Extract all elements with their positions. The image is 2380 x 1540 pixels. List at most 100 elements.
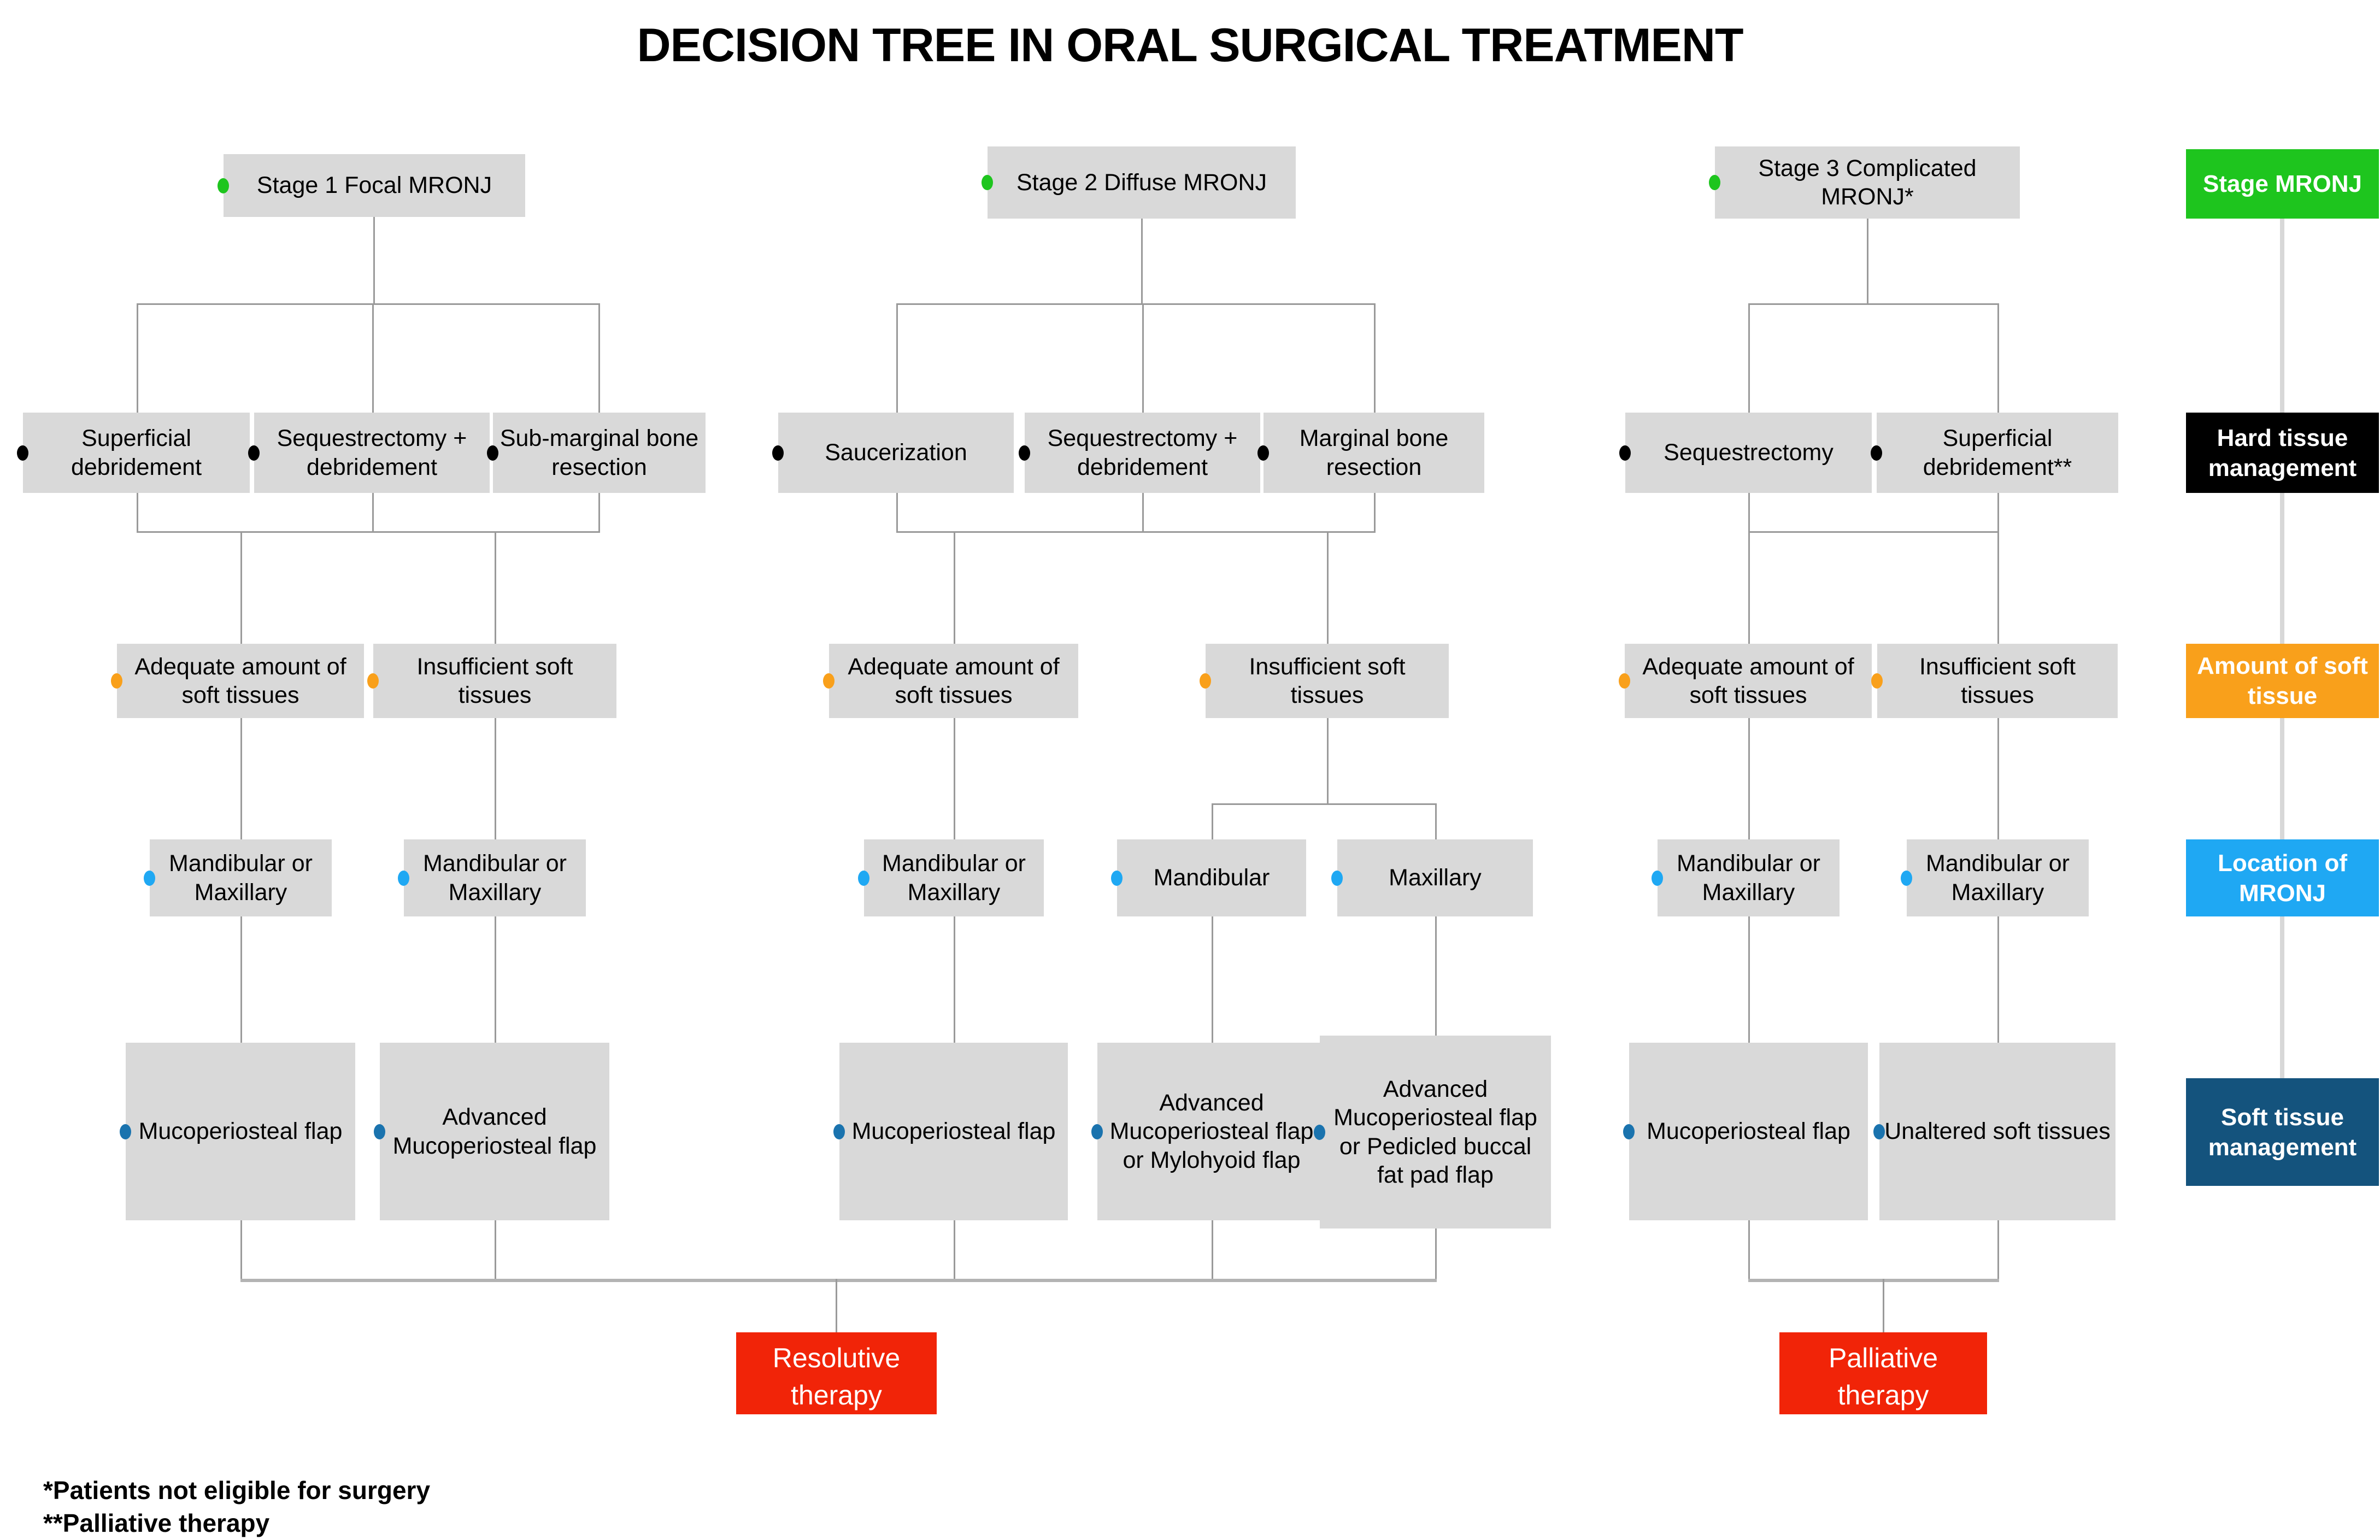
connector-line	[1212, 803, 1213, 839]
node-stage1-superficial-debridement: Superficial debridement	[17, 413, 250, 493]
node-label: Sequestrectomy + debridement	[1047, 425, 1238, 480]
node-label: Superficial debridement	[70, 425, 202, 480]
connector-line	[137, 531, 600, 533]
node-label: Sub-marginal bone resection	[499, 425, 699, 480]
node-label: Insufficient soft tissues	[416, 653, 573, 708]
connector-line	[1435, 1229, 1437, 1279]
node-label: Adequate amount of soft tissues	[848, 653, 1060, 708]
node-stage3-adequate-soft-tissue: Adequate amount of soft tissues	[1619, 644, 1872, 718]
node-stage1-advanced-mucoperiosteal-flap: Advanced Mucoperiosteal flap	[374, 1043, 609, 1220]
legend-label: Location of MRONJ	[2217, 849, 2348, 907]
node-stage2-mucoperiosteal-flap: Mucoperiosteal flap	[833, 1043, 1068, 1220]
blue-dot-icon	[858, 870, 869, 886]
node-label: Unaltered soft tissues	[1884, 1118, 2111, 1145]
node-label: Superficial debridement**	[1923, 425, 2072, 480]
orange-dot-icon	[1619, 673, 1630, 689]
black-dot-icon	[1619, 445, 1631, 461]
navy-dot-icon	[1314, 1124, 1325, 1140]
footnote-2: **Palliative therapy	[43, 1508, 270, 1537]
connector-line	[954, 1220, 955, 1279]
connector-line	[1142, 493, 1144, 531]
connector-line	[598, 493, 600, 531]
connector-line	[954, 916, 955, 1043]
node-stage3-sequestrectomy: Sequestrectomy	[1619, 413, 1872, 493]
connector-line	[1748, 303, 1750, 413]
orange-dot-icon	[111, 673, 122, 689]
black-dot-icon	[1257, 445, 1269, 461]
connector-line	[1748, 718, 1750, 839]
node-label: Advanced Mucoperiosteal flap or Mylohyoi…	[1109, 1089, 1314, 1173]
node-stage2-insufficient-soft-tissue: Insufficient soft tissues	[1200, 644, 1449, 718]
node-label: Advanced Mucoperiosteal flap or Pedicled…	[1333, 1075, 1537, 1188]
orange-dot-icon	[1871, 673, 1883, 689]
connector-line	[1748, 493, 1750, 531]
node-stage2-location-mandibular: Mandibular	[1111, 839, 1306, 916]
black-dot-icon	[248, 445, 260, 461]
node-stage1-mucoperiosteal-flap: Mucoperiosteal flap	[120, 1043, 355, 1220]
node-label: Saucerization	[825, 439, 967, 466]
connector-line	[1867, 219, 1868, 303]
node-stage3-location-1: Mandibular or Maxillary	[1652, 839, 1840, 916]
connector-line	[495, 1220, 496, 1279]
orange-dot-icon	[367, 673, 379, 689]
node-label: Sequestrectomy	[1664, 439, 1834, 466]
connector-line	[240, 916, 242, 1043]
connector-line	[1142, 303, 1144, 413]
connector-line	[137, 303, 600, 305]
blue-dot-icon	[398, 870, 409, 886]
connector-line	[1212, 1220, 1213, 1279]
node-label: Adequate amount of soft tissues	[1642, 653, 1854, 708]
green-dot-icon	[218, 178, 229, 193]
node-stage1-adequate-soft-tissue: Adequate amount of soft tissues	[111, 644, 364, 718]
connector-line	[1141, 219, 1143, 303]
connector-line	[495, 916, 496, 1043]
node-label: Mandibular or Maxillary	[882, 850, 1026, 906]
connector-line	[954, 531, 955, 644]
connector-line	[1748, 531, 1750, 644]
legend-label: Amount of soft tissue	[2197, 653, 2368, 709]
blue-dot-icon	[144, 870, 155, 886]
palliative-therapy-box: Palliative therapy	[1779, 1332, 1987, 1414]
green-dot-icon	[982, 175, 993, 190]
orange-dot-icon	[823, 673, 835, 689]
node-label: Mandibular	[1153, 865, 1270, 891]
node-stage2-sequestrectomy-debridement: Sequestrectomy + debridement	[1019, 413, 1260, 493]
node-stage2-header: Stage 2 Diffuse MRONJ	[982, 146, 1296, 219]
connector-line	[1327, 531, 1329, 644]
node-stage2-location-maxillary: Maxillary	[1331, 839, 1533, 916]
connector-line	[1435, 916, 1437, 1036]
node-label: Mandibular or Maxillary	[169, 850, 313, 906]
node-stage2-marginal-bone-resection: Marginal bone resection	[1257, 413, 1484, 493]
node-label: Stage 1 Focal MRONJ	[256, 172, 492, 199]
connector-line	[1748, 531, 1999, 533]
node-label: Stage 2 Diffuse MRONJ	[1016, 169, 1267, 196]
node-stage3-mucoperiosteal-flap: Mucoperiosteal flap	[1623, 1043, 1868, 1220]
legend-hard-tissue-management: Hard tissue management	[2186, 413, 2379, 493]
node-label: Mandibular or Maxillary	[1677, 850, 1820, 906]
node-label: Maxillary	[1389, 865, 1482, 891]
node-stage2-adequate-soft-tissue: Adequate amount of soft tissues	[823, 644, 1078, 718]
node-stage2-advanced-or-buccal-fat-pad-flap: Advanced Mucoperiosteal flap or Pedicled…	[1314, 1036, 1551, 1229]
connector-line	[1374, 493, 1376, 531]
legend-label: Soft tissue management	[2208, 1103, 2357, 1161]
node-label: Mandibular or Maxillary	[423, 850, 567, 906]
legend-amount-of-soft-tissue: Amount of soft tissue	[2186, 644, 2379, 718]
node-stage2-saucerization: Saucerization	[772, 413, 1014, 493]
orange-dot-icon	[1200, 673, 1211, 689]
node-stage1-sequestrectomy-debridement: Sequestrectomy + debridement	[248, 413, 490, 493]
connector-line	[240, 531, 242, 644]
navy-dot-icon	[1623, 1124, 1635, 1139]
connector-line	[1997, 916, 1999, 1043]
black-dot-icon	[772, 445, 784, 461]
node-label: Mucoperiosteal flap	[138, 1118, 343, 1145]
connector-line	[372, 493, 374, 531]
page-title: DECISION TREE IN ORAL SURGICAL TREATMENT	[637, 19, 1743, 72]
connector-line	[1997, 493, 1999, 531]
node-stage1-insufficient-soft-tissue: Insufficient soft tissues	[367, 644, 616, 718]
node-label: Marginal bone resection	[1299, 425, 1449, 480]
connector-line	[240, 718, 242, 839]
node-stage3-insufficient-soft-tissue: Insufficient soft tissues	[1871, 644, 2118, 718]
node-stage2-advanced-or-mylohyoid-flap: Advanced Mucoperiosteal flap or Mylohyoi…	[1091, 1043, 1326, 1220]
connector-line	[896, 493, 898, 531]
